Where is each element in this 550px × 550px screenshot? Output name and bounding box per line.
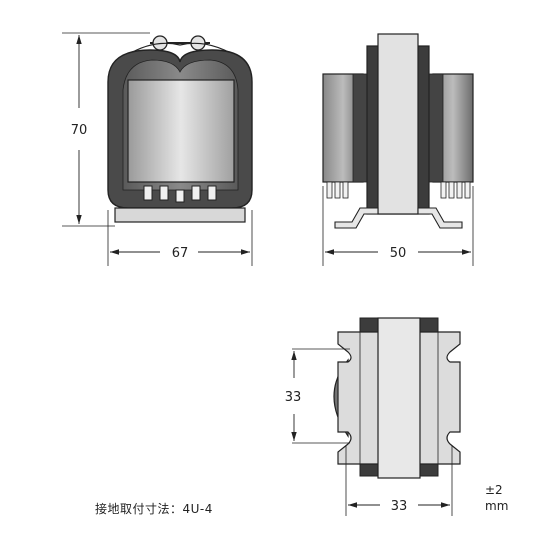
side-mounting-foot	[334, 207, 463, 229]
dim-front-width-label: 67	[172, 246, 189, 261]
front-terminals	[143, 185, 217, 203]
unit-label: mm	[485, 499, 509, 513]
dim-bottom-width: 33	[348, 499, 450, 514]
dim-side-width-label: 50	[390, 246, 407, 261]
side-terminals	[326, 181, 471, 199]
dim-bottom-height-label: 33	[285, 390, 302, 405]
top-terminal	[150, 35, 210, 51]
bottom-core-clamp	[377, 317, 421, 479]
front-base-plate	[114, 207, 246, 223]
front-core-face	[127, 79, 235, 183]
tolerance-value: ±2	[485, 483, 503, 497]
dim-front-height: 70	[62, 32, 150, 227]
side-view	[322, 33, 474, 229]
front-view	[107, 35, 253, 223]
dim-side-width: 50	[322, 186, 474, 266]
dim-front-height-label: 70	[71, 123, 88, 138]
bottom-view	[292, 317, 461, 516]
mounting-dimension-note: 接地取付寸法：4U-4	[95, 502, 213, 516]
dim-front-width: 67	[107, 210, 253, 266]
dim-bottom-height: 33	[285, 351, 302, 441]
side-core-clamp	[377, 33, 419, 215]
dim-bottom-width-label: 33	[391, 499, 408, 514]
tolerance-note: ±2 mm	[485, 482, 508, 514]
